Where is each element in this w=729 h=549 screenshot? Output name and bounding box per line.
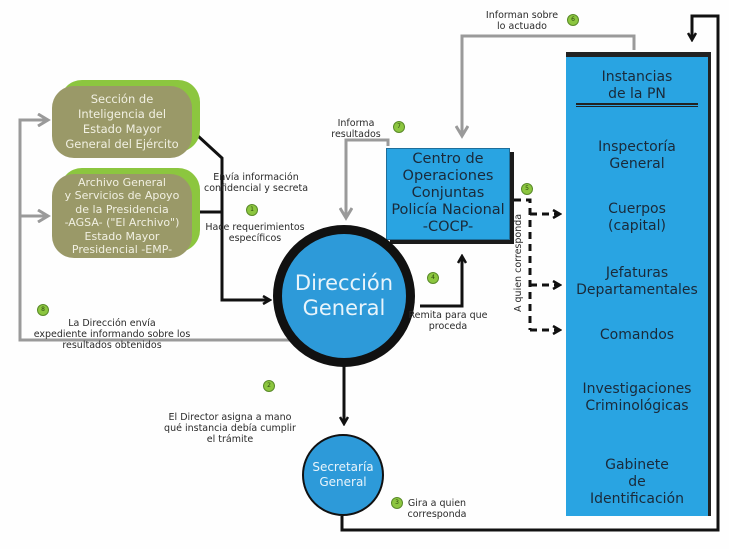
cocp-line: Centro de	[412, 151, 484, 167]
archivo-line: -AGSA- ("El Archivo")	[64, 216, 180, 229]
label-director-asigna: El Director asigna a mano qué instancia …	[160, 412, 300, 445]
step-badge-5: 5	[521, 183, 533, 195]
label-informa-resultados: Informa resultados	[326, 118, 386, 140]
step-badge-2: 2	[263, 380, 275, 392]
pn-item-line: Comandos	[599, 327, 675, 343]
cocp-line: Policía Nacional	[391, 202, 505, 218]
secretaria-line: General	[319, 475, 367, 489]
node-secretaria-general: Secretaría General	[302, 434, 384, 516]
label-line: corresponda	[407, 509, 467, 520]
archivo-line: Archivo General	[78, 175, 166, 189]
pn-item-line: Criminológicas	[585, 398, 689, 414]
pn-item-cuerpos: Cuerpos (capital)	[566, 201, 708, 235]
label-line: La Dirección envía	[68, 318, 156, 329]
label-line: Remita para que	[408, 310, 488, 321]
arrow-secretaria-to-pn	[340, 14, 720, 532]
pn-item-line: Departamentales	[576, 282, 698, 298]
pn-item-line: Investigaciones	[582, 381, 692, 397]
pn-item-line: (capital)	[608, 218, 666, 234]
label-direccion-envia: La Dirección envía expediente informando…	[32, 318, 192, 351]
label-line: específicos	[228, 233, 282, 244]
label-line: resultados	[331, 129, 381, 140]
seccion-line: Sección de	[90, 92, 154, 106]
label-line: el trámite	[206, 434, 254, 445]
pn-item-gabinete: Gabinete de Identificación	[566, 457, 708, 508]
label-line: proceda	[428, 321, 468, 332]
step-badge-3: 3	[391, 497, 403, 509]
pn-item-comandos: Comandos	[566, 327, 708, 344]
label-line: Envía información	[213, 172, 299, 183]
label-remita: Remita para que proceda	[408, 310, 488, 332]
label-gira: Gira a quien corresponda	[402, 498, 472, 520]
archivo-line: de la Presidencia	[75, 202, 169, 216]
label-a-quien-corresponda: A quien corresponda	[513, 213, 524, 312]
node-archivo-general: Archivo General y Servicios de Apoyo de …	[52, 174, 192, 258]
arrow-cocp-dashed-main	[514, 198, 532, 330]
direccion-line: General	[302, 296, 386, 320]
archivo-line: Presidencial -EMP-	[71, 243, 173, 256]
arrow-cocp-informa-resultados	[346, 138, 390, 218]
archivo-line: Estado Mayor	[84, 229, 160, 243]
cocp-line: -COCP-	[422, 219, 474, 235]
seccion-line: General del Ejército	[65, 137, 179, 151]
cocp-line: Operaciones	[402, 168, 494, 184]
pn-item-line: General	[609, 156, 665, 172]
arrow-direccion-to-sources	[18, 120, 290, 342]
pn-title-line: de la PN	[608, 86, 666, 102]
label-line: El Director asigna a mano	[168, 412, 292, 423]
pn-item-line: Identificación	[589, 491, 684, 507]
step-badge-1: 1	[246, 204, 258, 216]
pn-item-inspectoria: Inspectoría General	[566, 139, 708, 173]
label-line: Informan sobre	[485, 10, 559, 21]
pn-title-divider	[576, 103, 698, 107]
arrow-direccion-to-cocp	[420, 256, 462, 308]
label-hace-requerimientos: Hace requerimientos específicos	[200, 222, 310, 244]
step-badge-8: 8	[37, 304, 49, 316]
direccion-line: Dirección	[294, 271, 394, 295]
archivo-line: y Servicios de Apoyo	[64, 189, 180, 202]
label-line: expediente informando sobre los	[33, 329, 191, 340]
pn-item-line: Inspectoría	[598, 139, 676, 155]
seccion-line: Estado Mayor	[82, 122, 162, 136]
cocp-line: Conjuntas	[411, 185, 485, 201]
node-direccion-general: Dirección General	[273, 225, 415, 367]
label-informan-actuado: Informan sobre lo actuado	[482, 10, 562, 32]
pn-item-line: de	[628, 474, 646, 490]
node-cocp: Centro de Operaciones Conjuntas Policía …	[386, 148, 510, 240]
secretaria-line: Secretaría	[312, 460, 374, 474]
label-line: Informa	[337, 118, 375, 129]
arrow-pn-to-cocp	[462, 34, 636, 136]
label-line: resultados obtenidos	[62, 340, 162, 351]
label-line: Hace requerimientos	[205, 222, 305, 233]
pn-item-line: Gabinete	[605, 457, 669, 473]
step-badge-4: 4	[427, 272, 439, 284]
pn-title-line: Instancias	[601, 69, 673, 85]
node-instancias-pn: Instancias de la PN Inspectoría General …	[566, 52, 708, 516]
label-line: lo actuado	[497, 21, 547, 32]
label-line: confidencial y secreta	[203, 183, 309, 194]
label-envia-informacion: Envía información confidencial y secreta	[196, 172, 316, 194]
pn-title: Instancias de la PN	[566, 69, 708, 103]
node-seccion-inteligencia: Sección de Inteligencia del Estado Mayor…	[52, 86, 192, 158]
step-badge-7: 7	[393, 121, 405, 133]
pn-item-investigaciones: Investigaciones Criminológicas	[566, 381, 708, 415]
arrow-sources-to-direccion	[196, 134, 270, 300]
label-line: qué instancia debía cumplir	[164, 423, 296, 434]
pn-item-jefaturas: Jefaturas Departamentales	[566, 265, 708, 299]
pn-item-line: Cuerpos	[608, 201, 666, 217]
seccion-line: Inteligencia del	[77, 107, 167, 121]
label-line: Gira a quien	[407, 498, 467, 509]
pn-item-line: Jefaturas	[605, 265, 669, 281]
step-badge-6: 6	[567, 14, 579, 26]
